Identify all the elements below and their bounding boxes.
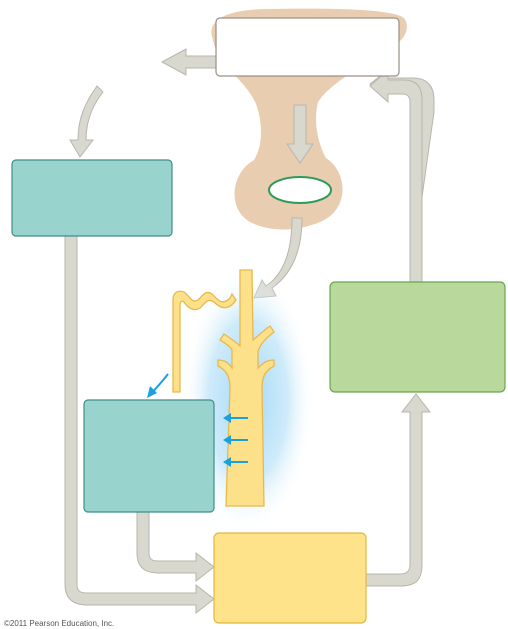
arrow-down-to-upper-left-box [70, 86, 103, 157]
arrow-lower-left-to-bottom [137, 512, 214, 581]
upper-left-box [12, 160, 172, 236]
bottom-yellow-box [214, 533, 366, 623]
arrow-green-to-top [370, 70, 434, 282]
arrow-top-to-left [162, 49, 216, 75]
lower-left-box [84, 400, 214, 512]
arrow-green-to-top-clean [370, 70, 422, 282]
copyright-credit: ©2011 Pearson Education, Inc. [4, 619, 114, 629]
blue-curve-arrow [147, 374, 168, 398]
pituitary-oval [269, 177, 331, 203]
arrow-bottom-to-green [366, 394, 430, 586]
right-green-box [330, 282, 505, 392]
top-label-box [216, 18, 399, 76]
